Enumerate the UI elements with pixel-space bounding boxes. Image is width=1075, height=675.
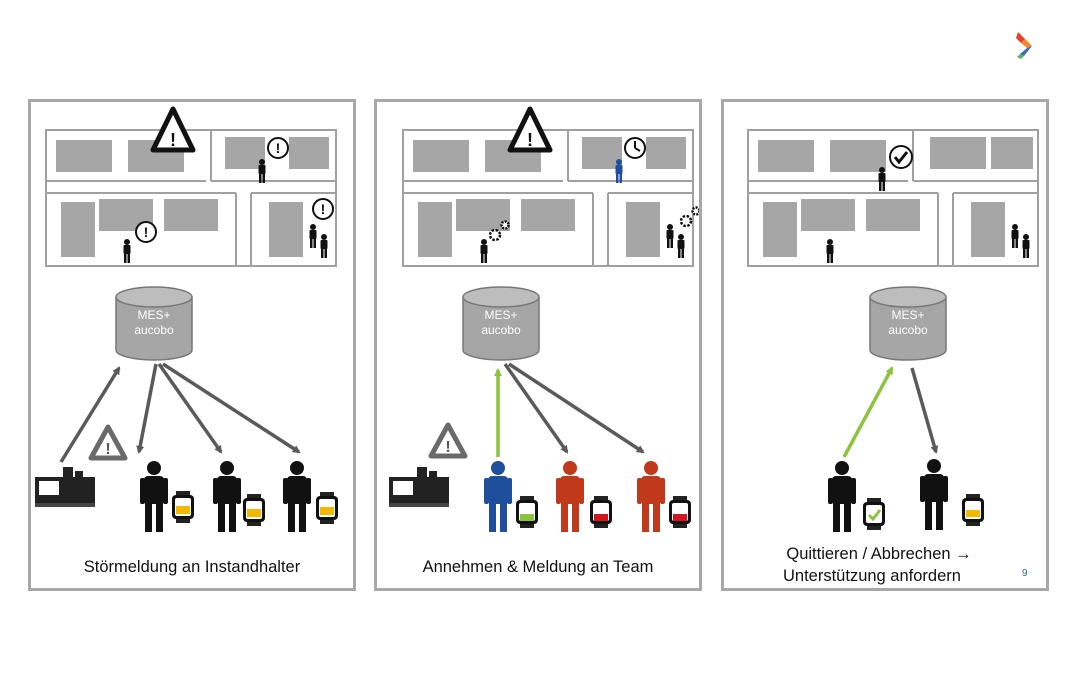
machine-icon (389, 467, 449, 507)
worker-icon (484, 461, 665, 532)
machine-icon (35, 467, 95, 507)
clock-icon (624, 137, 646, 159)
worker-icon (828, 459, 948, 532)
panel-accept-notify-team: ! ! (374, 99, 702, 591)
database-label-line2: aucobo (481, 323, 521, 337)
smartwatch-icon (516, 496, 691, 528)
smartwatch-icon (172, 491, 338, 526)
svg-text:!: ! (276, 140, 281, 156)
database-icon (115, 286, 193, 361)
flow-arrows (494, 362, 645, 457)
alert-circle-icon (135, 137, 334, 243)
database-label-line1: MES+ (137, 308, 171, 322)
svg-text:!: ! (105, 441, 110, 458)
panel-fault-report: ! ! ! ! (28, 99, 356, 591)
gear-icon (488, 206, 699, 242)
warning-triangle-small-icon: ! (88, 424, 128, 461)
svg-text:!: ! (527, 130, 533, 150)
svg-text:!: ! (321, 201, 326, 217)
panel-caption-line1: Quittieren / Abbrechen → (786, 545, 972, 563)
warning-triangle-icon: ! (150, 106, 196, 153)
floor-plan (747, 129, 1039, 267)
worker-icon (140, 461, 311, 532)
panel-caption: Quittieren / Abbrechen → Unterstützung a… (718, 543, 1040, 587)
panel-caption: Störmeldung an Instandhalter (83, 558, 301, 576)
svg-text:!: ! (144, 224, 149, 240)
database-icon (869, 286, 947, 361)
svg-text:!: ! (170, 130, 176, 150)
brand-logo (1016, 32, 1032, 59)
database-label-line2: aucobo (888, 323, 928, 337)
database-label-line2: aucobo (134, 323, 174, 337)
database-label-line1: MES+ (484, 308, 518, 322)
panel-acknowledge-cancel: MES+ aucobo Quittieren / Abbrechen → Unt… (721, 99, 1049, 591)
warning-triangle-small-icon: ! (428, 422, 468, 459)
flow-arrows (842, 366, 939, 458)
flow-arrows (59, 362, 301, 463)
database-label-line1: MES+ (891, 308, 925, 322)
database-icon (462, 286, 540, 361)
panel-caption-line2: Unterstützung anfordern (783, 567, 961, 585)
smartwatch-icon (863, 494, 984, 530)
panel-caption: Annehmen & Meldung an Team (422, 558, 654, 576)
page-number: 9 (1022, 568, 1028, 579)
check-circle-icon (889, 145, 913, 169)
svg-text:!: ! (445, 439, 450, 456)
warning-triangle-icon: ! (507, 106, 553, 153)
